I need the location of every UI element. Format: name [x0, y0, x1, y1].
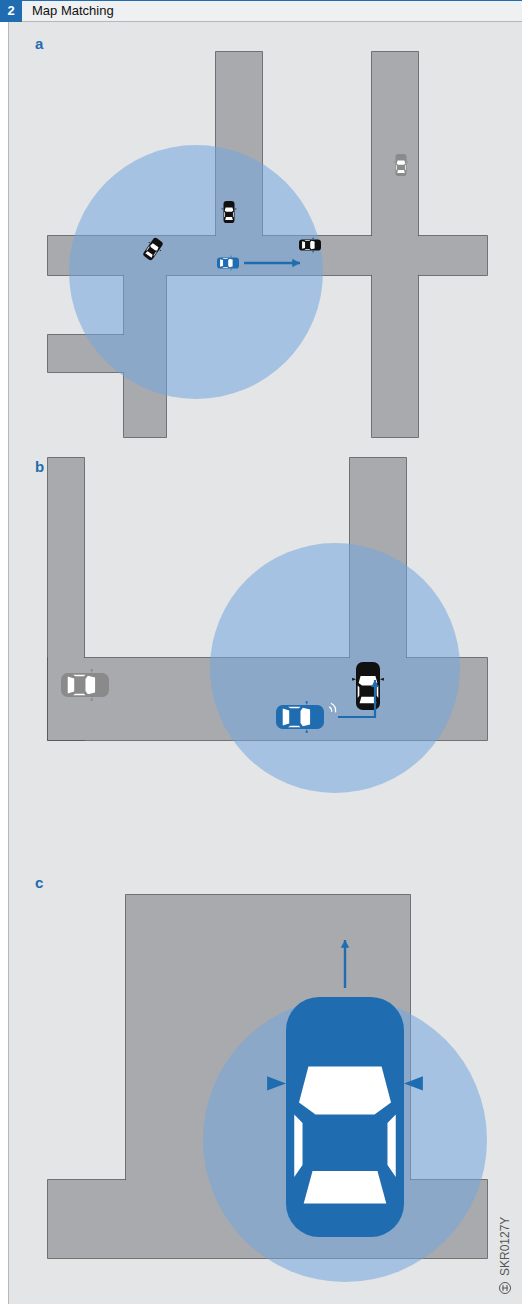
panel-letter: c — [35, 875, 43, 890]
car-icon — [61, 669, 109, 701]
header-rule — [0, 21, 522, 22]
car-icon — [267, 997, 423, 1237]
direction-arrow — [338, 680, 375, 717]
direction-arrow — [244, 262, 300, 264]
watermark-code: SKR0127Y — [499, 1217, 511, 1276]
car-side-window — [73, 675, 85, 696]
car-body — [356, 662, 380, 710]
car-windshield — [300, 708, 310, 727]
number-box — [0, 0, 22, 22]
car-icon — [299, 238, 321, 253]
panel-letter: b — [35, 459, 44, 474]
car-rear-window — [304, 1171, 387, 1203]
car-windshield — [85, 676, 95, 695]
car-windshield — [397, 160, 406, 164]
car-body — [61, 673, 109, 697]
car-rear-window — [220, 259, 223, 267]
car-body — [299, 240, 321, 251]
car-side-window — [396, 165, 405, 171]
arrow-head — [341, 940, 349, 948]
car-rear-window — [360, 697, 377, 703]
car-side-window — [288, 707, 300, 728]
road-surface — [48, 458, 84, 740]
car-side-window — [305, 240, 311, 249]
accuracy-circle — [69, 145, 323, 399]
car-windshield — [228, 259, 232, 268]
logo-mark — [502, 1285, 508, 1291]
car-body — [396, 154, 407, 176]
car-windshield — [150, 243, 160, 252]
panel-ground — [8, 22, 522, 1304]
logo-symbol — [500, 1283, 511, 1294]
figure-number: 2 — [7, 4, 14, 17]
car-icon — [141, 236, 166, 262]
car-icon — [276, 701, 324, 733]
panel-letter: a — [35, 36, 43, 51]
road-surface — [372, 52, 418, 437]
car-mirror — [148, 242, 161, 251]
road-edge — [372, 52, 418, 437]
car-body — [286, 997, 404, 1237]
car-body — [224, 201, 235, 223]
figure-title: Map Matching — [32, 4, 114, 17]
accuracy-circle — [210, 543, 460, 793]
road-edge — [48, 458, 84, 740]
car-body — [217, 258, 239, 269]
car-rear-window — [145, 251, 153, 258]
car-icon — [352, 662, 384, 710]
car-icon — [394, 154, 409, 176]
car-side-window — [224, 212, 233, 218]
panel-border — [8, 22, 9, 1304]
car-side-window — [146, 246, 157, 256]
signal-wave — [329, 706, 332, 712]
header-rule — [0, 0, 522, 1]
car-icon — [222, 201, 237, 223]
car-windshield — [225, 207, 234, 211]
logo-ring — [500, 1283, 511, 1294]
car-rear-window — [283, 709, 289, 726]
car-windshield — [299, 1067, 391, 1115]
signal-wave — [331, 703, 337, 713]
arrow-head — [371, 680, 379, 687]
car-rear-window — [68, 677, 74, 694]
car-body — [142, 237, 164, 261]
header-band — [0, 0, 522, 22]
car-rear-window — [397, 170, 405, 173]
car-side-window — [223, 258, 229, 267]
arrow-head — [292, 259, 300, 267]
accuracy-circle — [203, 998, 487, 1282]
car-rear-window — [302, 241, 305, 249]
car-body — [276, 705, 324, 729]
car-windshield — [310, 241, 314, 250]
car-side-window — [294, 1115, 395, 1177]
car-rear-window — [225, 217, 233, 220]
signal-waves — [329, 703, 336, 713]
road-network-a — [48, 52, 487, 437]
car-icon — [217, 256, 239, 271]
